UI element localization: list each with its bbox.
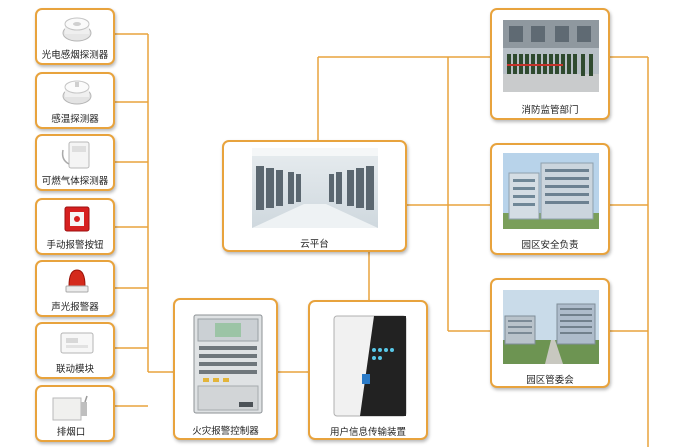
fire-alarm-controller-card: 火灾报警控制器 xyxy=(173,298,278,440)
manual-call-point-icon xyxy=(63,205,91,233)
smoke-detector-icon xyxy=(61,14,93,44)
linkage-module-icon xyxy=(59,330,95,356)
park-aerial-photo xyxy=(503,290,599,364)
gas-detector-icon xyxy=(59,138,95,172)
firefighters-photo xyxy=(503,20,599,92)
device-card-linkage-module: 联动模块 xyxy=(35,322,115,379)
stakeholder-label: 园区管委会 xyxy=(526,375,574,386)
strobe-siren-icon xyxy=(63,266,91,296)
stakeholder-label: 园区安全负责 xyxy=(521,240,579,251)
device-label: 声光报警器 xyxy=(51,302,99,313)
device-card-smoke-vent: 排烟口 xyxy=(35,385,115,442)
device-card-smoke-detector: 光电感烟探测器 xyxy=(35,8,115,65)
device-label: 排烟口 xyxy=(56,427,86,438)
smoke-vent-icon xyxy=(51,392,91,424)
device-label: 联动模块 xyxy=(55,364,94,375)
server-room-image xyxy=(252,148,378,228)
park-committee-card: 园区管委会 xyxy=(490,278,610,388)
device-label: 光电感烟探测器 xyxy=(41,50,109,61)
user-info-transmitter-card: 用户信息传输装置 xyxy=(308,300,428,440)
heat-detector-icon xyxy=(61,78,93,108)
device-card-strobe-siren: 声光报警器 xyxy=(35,260,115,317)
cloud-label: 云平台 xyxy=(300,239,329,250)
fire-supervision-card: 消防监管部门 xyxy=(490,8,610,120)
controller-label: 火灾报警控制器 xyxy=(192,426,259,437)
park-safety-card: 园区安全负责 xyxy=(490,143,610,255)
transmitter-label: 用户信息传输装置 xyxy=(329,427,406,438)
stakeholder-label: 消防监管部门 xyxy=(521,105,579,116)
transmitter-device-image xyxy=(332,314,408,418)
device-label: 可燃气体探测器 xyxy=(41,176,109,187)
device-label: 感温探测器 xyxy=(51,114,99,125)
device-label: 手动报警按钮 xyxy=(46,240,104,251)
cloud-platform-card: 云平台 xyxy=(222,140,407,252)
fire-alarm-controller-image xyxy=(193,314,263,414)
device-card-heat-detector: 感温探测器 xyxy=(35,72,115,129)
park-building-photo xyxy=(503,153,599,229)
device-card-gas-detector: 可燃气体探测器 xyxy=(35,134,115,191)
device-card-manual-call-point: 手动报警按钮 xyxy=(35,198,115,255)
